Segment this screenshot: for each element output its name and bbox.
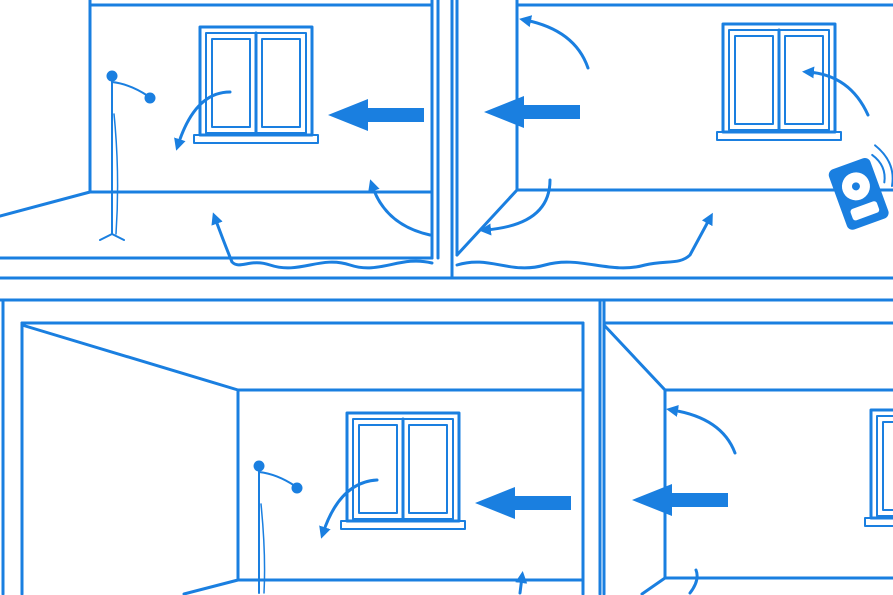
sound-arrow-icon	[211, 212, 434, 270]
sound-arrow-icon	[482, 94, 582, 130]
room-bottom-right	[602, 298, 893, 595]
sound-arrow-icon	[174, 90, 232, 151]
room-top-right	[450, 0, 893, 280]
window-icon	[715, 22, 843, 142]
window-icon	[339, 411, 467, 531]
sound-arrow-icon	[630, 482, 730, 518]
sound-arrow-icon	[455, 212, 713, 270]
speaker-device-icon	[828, 144, 893, 230]
sound-arrow-icon	[519, 15, 590, 70]
sound-arrow-icon	[802, 66, 870, 117]
sound-arrow-icon	[368, 179, 432, 237]
microphone-stand-icon	[253, 460, 303, 595]
sound-arrow-icon	[473, 485, 573, 521]
window-icon	[192, 25, 320, 145]
sound-arrow-icon	[319, 478, 379, 539]
floor-separator	[0, 256, 893, 302]
sound-arrow-icon	[326, 97, 426, 133]
window-icon	[863, 408, 893, 528]
room-bottom-left	[1, 298, 602, 595]
sound-arrow-icon	[515, 571, 528, 595]
sound-arrow-icon	[666, 405, 737, 455]
microphone-stand-icon	[98, 70, 156, 242]
sound-arrow-icon	[688, 568, 699, 595]
sound-arrow-icon	[479, 178, 552, 236]
room-top-left	[0, 0, 440, 270]
